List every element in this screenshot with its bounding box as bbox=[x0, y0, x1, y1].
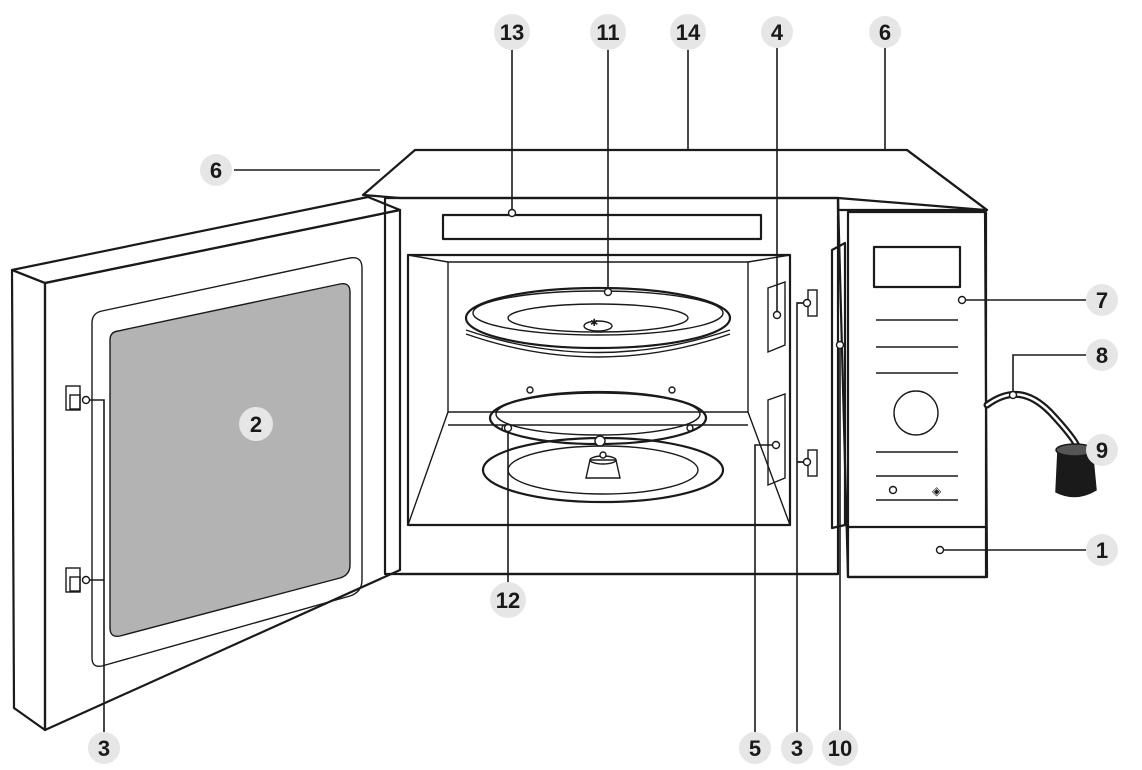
callout-12: 12 bbox=[490, 582, 526, 618]
callout-label: 4 bbox=[771, 20, 784, 45]
dial-knob bbox=[893, 390, 939, 436]
callout-label: 5 bbox=[749, 736, 761, 761]
callout-label: 7 bbox=[1096, 288, 1108, 313]
callout-3-right: 3 bbox=[781, 732, 813, 764]
callout-14: 14 bbox=[670, 14, 706, 50]
cabinet-body bbox=[383, 196, 840, 576]
turntable-floor bbox=[481, 436, 725, 504]
callout-2: 2 bbox=[239, 407, 273, 441]
callout-6-left: 6 bbox=[200, 154, 232, 186]
glass-tray: ✱ bbox=[464, 286, 732, 358]
callout-7: 7 bbox=[1086, 284, 1118, 316]
svg-text:✱: ✱ bbox=[590, 318, 598, 329]
callout-label: 12 bbox=[496, 588, 520, 613]
power-plug bbox=[1055, 443, 1097, 498]
door bbox=[10, 195, 402, 732]
callout-label: 3 bbox=[791, 736, 803, 761]
svg-text:◈: ◈ bbox=[932, 484, 942, 498]
power-cord bbox=[983, 390, 1082, 452]
door-latch-top bbox=[65, 385, 81, 411]
callout-label: 2 bbox=[250, 412, 262, 437]
callout-label: 6 bbox=[210, 158, 222, 183]
callout-11: 11 bbox=[590, 14, 626, 50]
callout-label: 6 bbox=[879, 20, 891, 45]
callout-3-left: 3 bbox=[88, 732, 120, 764]
light-cover-strip bbox=[441, 213, 763, 241]
callout-6-right: 6 bbox=[869, 16, 901, 48]
waveguide-covers bbox=[767, 281, 786, 487]
display-window bbox=[872, 245, 962, 289]
callout-label: 14 bbox=[676, 20, 701, 45]
callout-4: 4 bbox=[761, 16, 793, 48]
callout-8: 8 bbox=[1086, 339, 1118, 371]
leader-dots bbox=[81, 208, 1018, 585]
door-window bbox=[109, 282, 351, 638]
oven-cavity bbox=[406, 213, 792, 527]
door-lock-holes bbox=[797, 289, 818, 477]
callout-label: 3 bbox=[98, 736, 110, 761]
control-panel: ◈ bbox=[836, 196, 989, 579]
callout-label: 13 bbox=[500, 20, 524, 45]
callout-9: 9 bbox=[1086, 434, 1118, 466]
cabinet-top bbox=[361, 148, 989, 212]
roller-ring bbox=[488, 386, 708, 446]
callout-10: 10 bbox=[822, 730, 858, 766]
door-latch-bottom bbox=[65, 567, 81, 593]
callout-1: 1 bbox=[1086, 534, 1118, 566]
callout-label: 8 bbox=[1096, 343, 1108, 368]
callout-label: 10 bbox=[828, 736, 852, 761]
callout-13: 13 bbox=[494, 14, 530, 50]
callout-label: 11 bbox=[596, 20, 619, 45]
callout-label: 1 bbox=[1096, 538, 1108, 563]
callout-5: 5 bbox=[739, 732, 771, 764]
leader-lines bbox=[86, 48, 1086, 735]
callout-label: 9 bbox=[1096, 438, 1108, 463]
door-seal bbox=[830, 241, 847, 530]
